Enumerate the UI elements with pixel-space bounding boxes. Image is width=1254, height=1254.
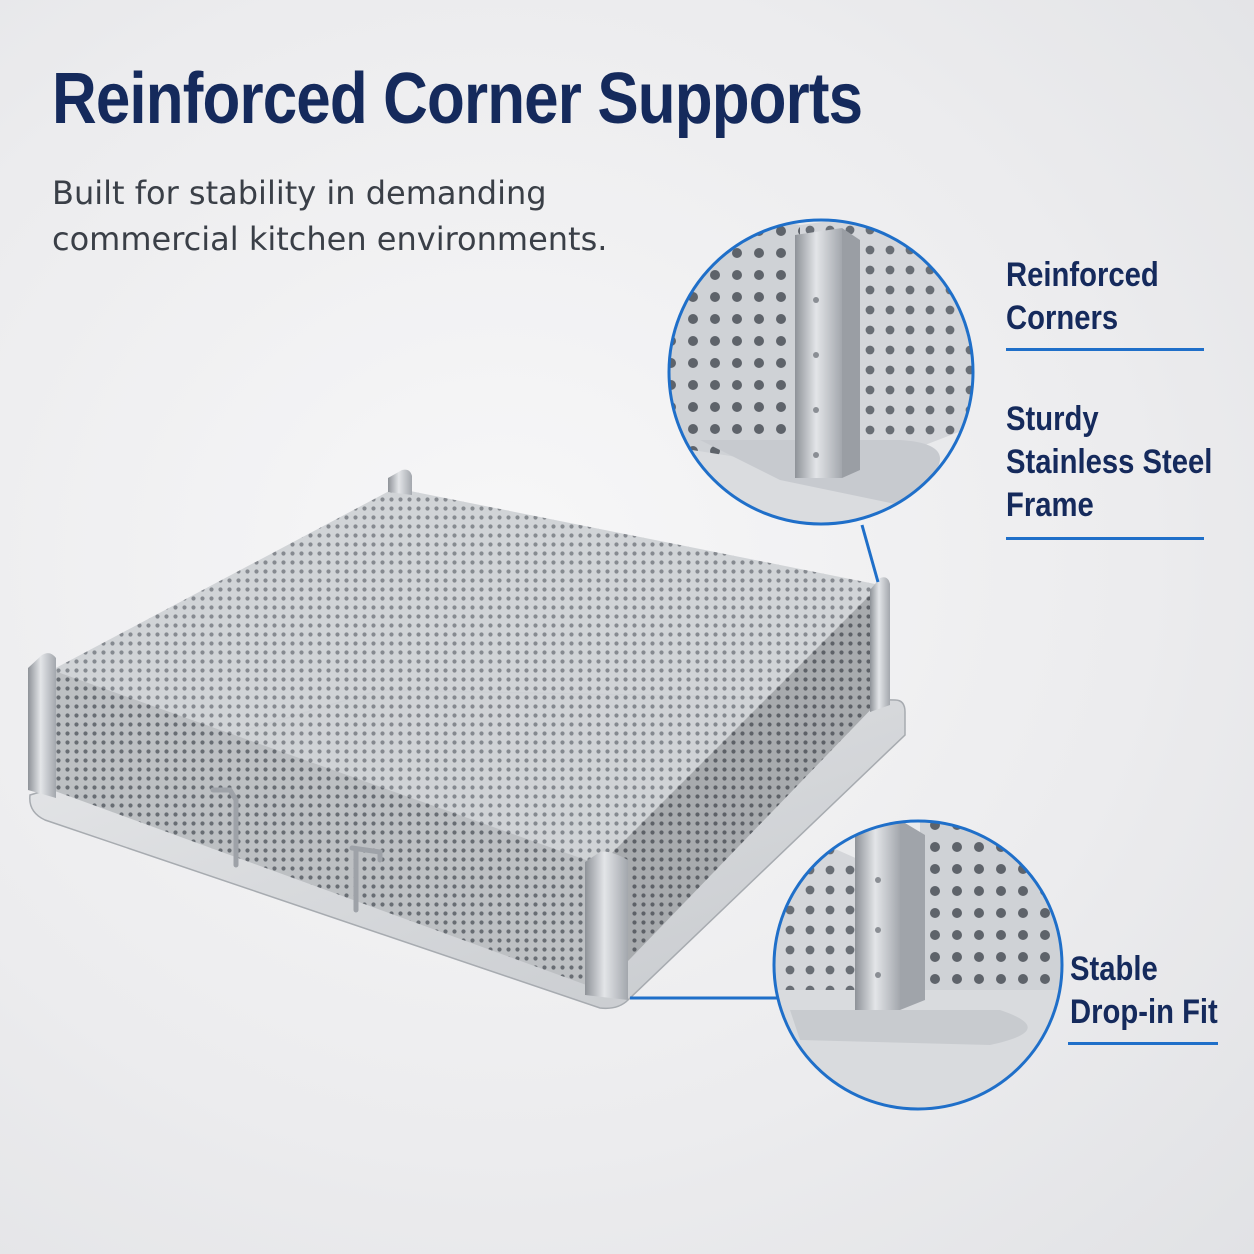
callout-underline xyxy=(1006,537,1204,540)
callout-underline xyxy=(1068,1042,1218,1045)
page-title: Reinforced Corner Supports xyxy=(52,59,863,139)
callout-line: Reinforced xyxy=(1006,256,1159,294)
base-zoom-circle xyxy=(772,819,1064,1111)
callout-drop-in-fit: Stable Drop-in Fit xyxy=(1070,948,1218,1034)
basket-image xyxy=(28,469,906,1010)
corner-zoom-circle xyxy=(667,218,975,526)
page-subtitle: Built for stability in demanding commerc… xyxy=(52,174,608,258)
callout-stainless-frame: Sturdy Stainless Steel Frame xyxy=(1006,398,1212,527)
callout-line: Drop-in Fit xyxy=(1070,993,1218,1031)
callout-line: Sturdy xyxy=(1006,400,1099,438)
callout-line: Stable xyxy=(1070,950,1158,988)
callout-line: Corners xyxy=(1006,299,1119,337)
callout-line: Stainless Steel xyxy=(1006,443,1213,481)
leader-line-top xyxy=(860,524,880,583)
callout-line: Frame xyxy=(1006,486,1094,524)
callout-reinforced-corners: Reinforced Corners xyxy=(1006,254,1159,340)
callout-underline xyxy=(1006,348,1204,351)
